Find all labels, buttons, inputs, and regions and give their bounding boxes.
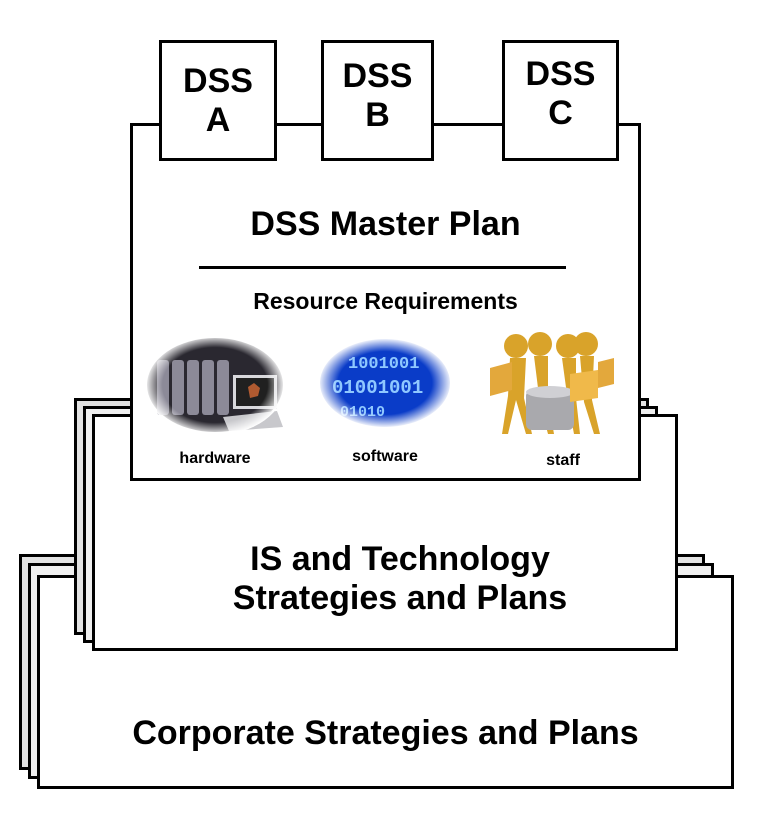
dss-b-box: DSS B <box>321 40 434 161</box>
staff-figures-image <box>490 332 614 434</box>
is-tech-label: IS and Technology Strategies and Plans <box>232 540 568 618</box>
corporate-label: Corporate Strategies and Plans <box>132 714 639 752</box>
hardware-label: hardware <box>179 450 251 467</box>
dss-a-box: DSS A <box>159 40 277 161</box>
hardware-image <box>145 335 285 435</box>
binary-code-image: 1001001 01001001 01010 <box>318 338 452 428</box>
master-plan-title: DSS Master Plan <box>250 205 521 243</box>
resource-requirements-heading: Resource Requirements <box>253 288 518 314</box>
divider <box>199 266 566 269</box>
staff-label: staff <box>546 452 580 469</box>
dss-c-box: DSS C <box>502 40 619 161</box>
software-label: software <box>352 448 418 465</box>
